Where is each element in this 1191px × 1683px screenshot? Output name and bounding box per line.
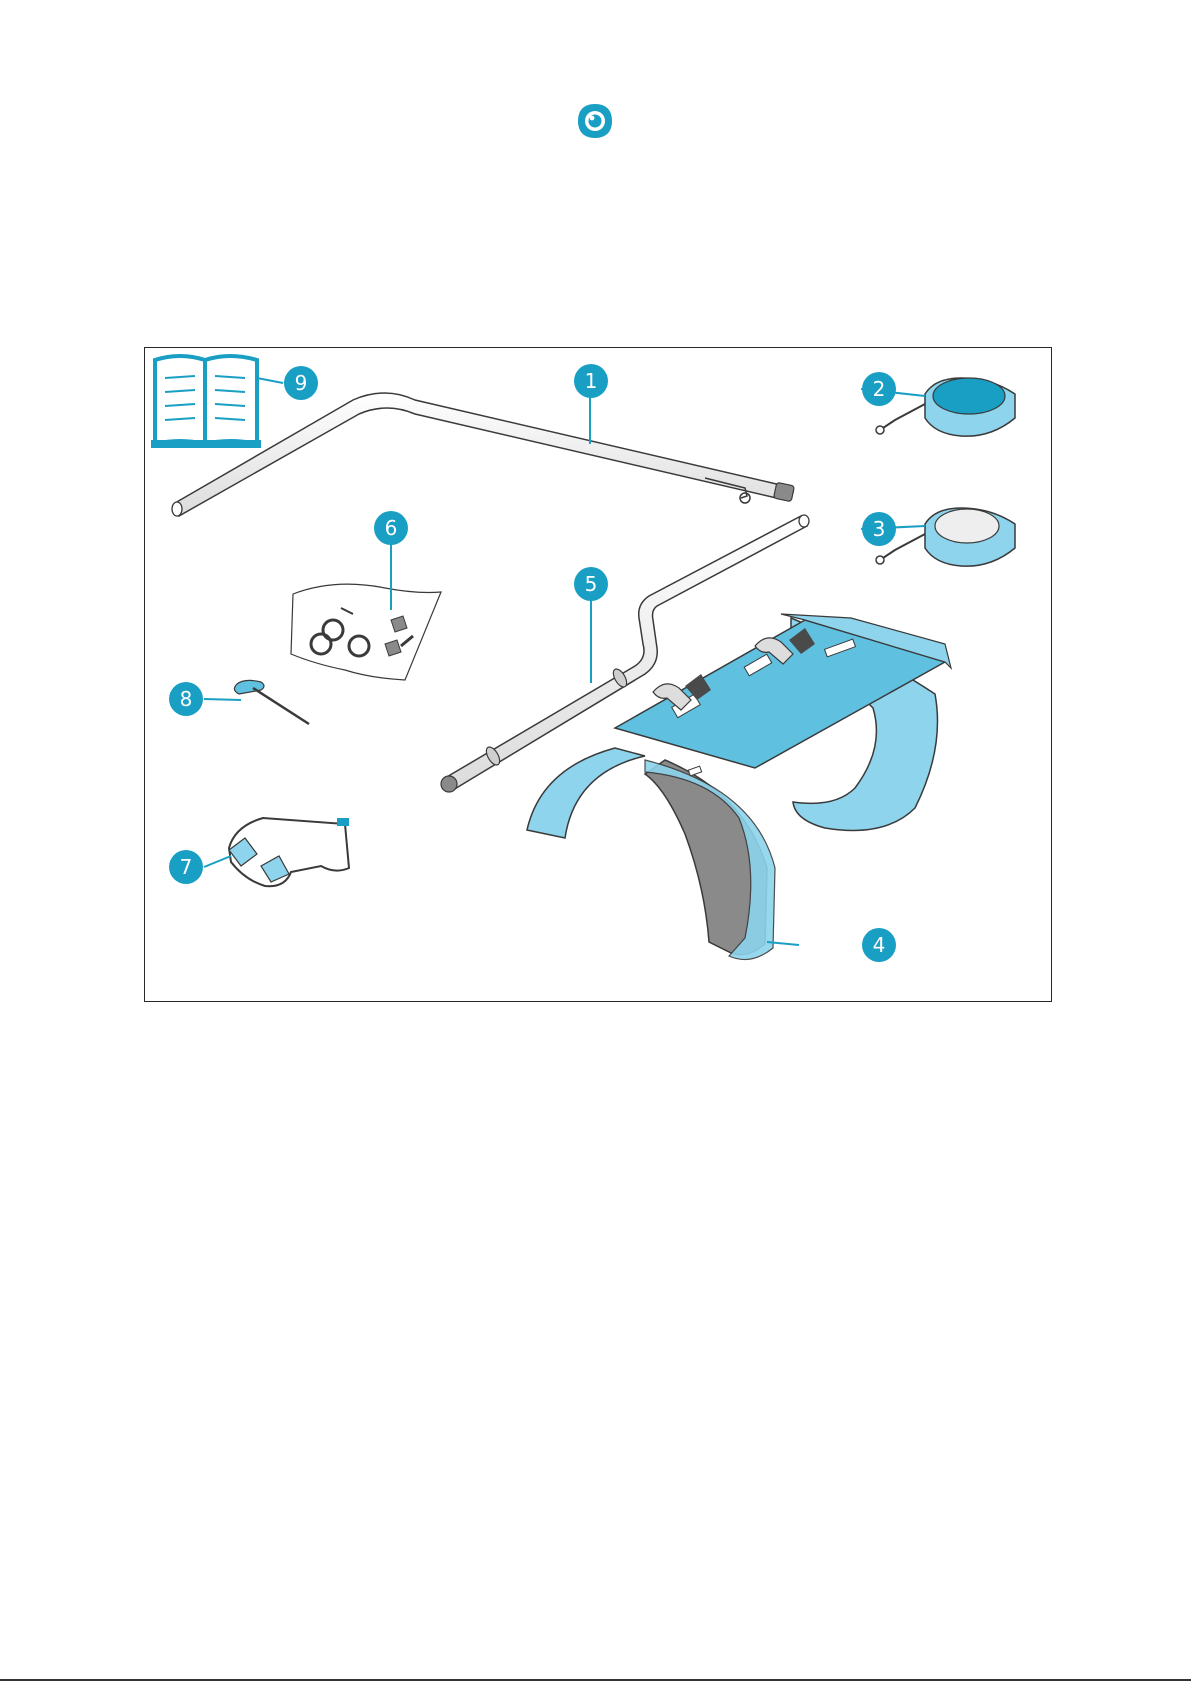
- counterweight-blue: [876, 378, 1015, 436]
- callout-number: 1: [585, 369, 598, 393]
- callout-badge-7: 7: [169, 850, 203, 884]
- callout-badge-6: 6: [374, 511, 408, 545]
- upper-tube: [172, 393, 794, 516]
- page-bottom-rule: [0, 1679, 1191, 1681]
- callout-badge-3: 3: [862, 512, 896, 546]
- parts-overview-figure: 1 2 3 4 5 6 7 8 9: [144, 347, 1052, 1002]
- callout-number: 7: [180, 855, 193, 879]
- callout-number: 4: [873, 933, 886, 957]
- t-handle-wrench: [234, 680, 309, 724]
- callout-badge-4: 4: [862, 928, 896, 962]
- callout-badge-2: 2: [862, 372, 896, 406]
- callout-number: 6: [385, 516, 398, 540]
- prism-glasses: [229, 818, 349, 886]
- callout-number: 8: [180, 687, 193, 711]
- callout-badge-5: 5: [574, 567, 608, 601]
- counterweight-white: [876, 508, 1015, 566]
- callout-badge-1: 1: [574, 364, 608, 398]
- manual-book: [151, 356, 261, 448]
- callout-number: 5: [585, 572, 598, 596]
- callout-number: 9: [295, 371, 308, 395]
- callout-badge-9: 9: [284, 366, 318, 400]
- callout-number: 2: [873, 377, 886, 401]
- small-parts-bag: [291, 584, 441, 680]
- circle-eye-logo-icon: [576, 102, 614, 140]
- parts-illustration: 1 2 3 4 5 6 7 8 9: [145, 348, 1053, 1003]
- callout-badge-8: 8: [169, 682, 203, 716]
- callout-number: 3: [873, 517, 886, 541]
